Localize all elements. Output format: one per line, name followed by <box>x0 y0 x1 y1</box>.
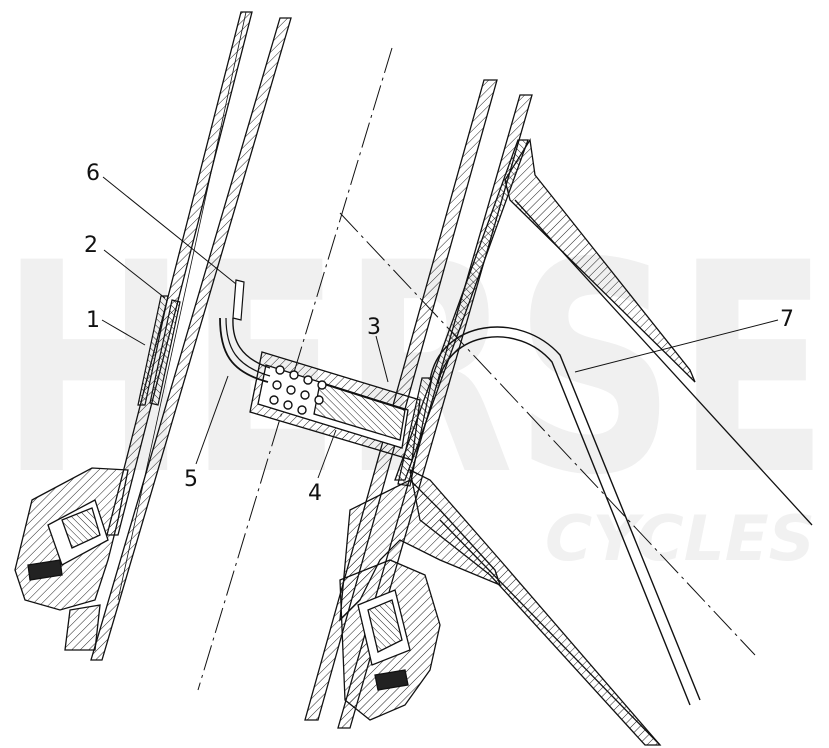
wire-bend <box>232 317 271 369</box>
part-6-connector <box>232 279 245 321</box>
left-bearing-seal <box>27 559 63 581</box>
left-inserts <box>137 295 181 406</box>
leader-2 <box>103 249 166 299</box>
callout-1: 1 <box>86 308 100 333</box>
part-4-plunger <box>313 382 406 441</box>
part-7-cable <box>429 326 701 706</box>
leader-7 <box>574 319 779 373</box>
callout-7: 7 <box>780 307 794 332</box>
callout-4: 4 <box>308 481 322 506</box>
right-headset-bearing <box>339 479 502 721</box>
down-tube <box>409 138 813 746</box>
leader-6 <box>102 176 237 285</box>
left-crown <box>64 604 101 651</box>
down-tube-upper-line <box>514 199 813 526</box>
right-bearing-balls <box>367 599 403 653</box>
coil-spring <box>269 365 327 415</box>
part-5-wire-inner <box>225 317 271 377</box>
left-tube-wall-inner <box>90 17 292 661</box>
leader-1 <box>101 319 146 346</box>
actuator-housing <box>249 351 421 461</box>
frame-centerline <box>339 212 756 656</box>
part-1-sleeve <box>137 295 169 406</box>
callout-3: 3 <box>367 315 381 340</box>
left-headset-bearing <box>14 467 129 651</box>
leader-5 <box>195 375 229 465</box>
left-bearing-balls <box>61 507 101 549</box>
wire-assembly <box>219 279 271 383</box>
leader-lines <box>101 176 779 479</box>
part-2-plate <box>149 299 181 406</box>
callout-6: 6 <box>86 161 100 186</box>
callout-5: 5 <box>184 467 198 492</box>
leader-3 <box>375 335 389 383</box>
down-tube-upper-wall <box>504 138 696 383</box>
leader-4 <box>317 429 337 479</box>
part-5-wire <box>219 317 269 383</box>
callout-2: 2 <box>84 233 98 258</box>
right-bearing-seal <box>374 669 409 691</box>
watermark-tagline: CYCLES <box>545 502 815 575</box>
callout-labels: 1 2 3 4 5 6 7 <box>84 161 794 506</box>
